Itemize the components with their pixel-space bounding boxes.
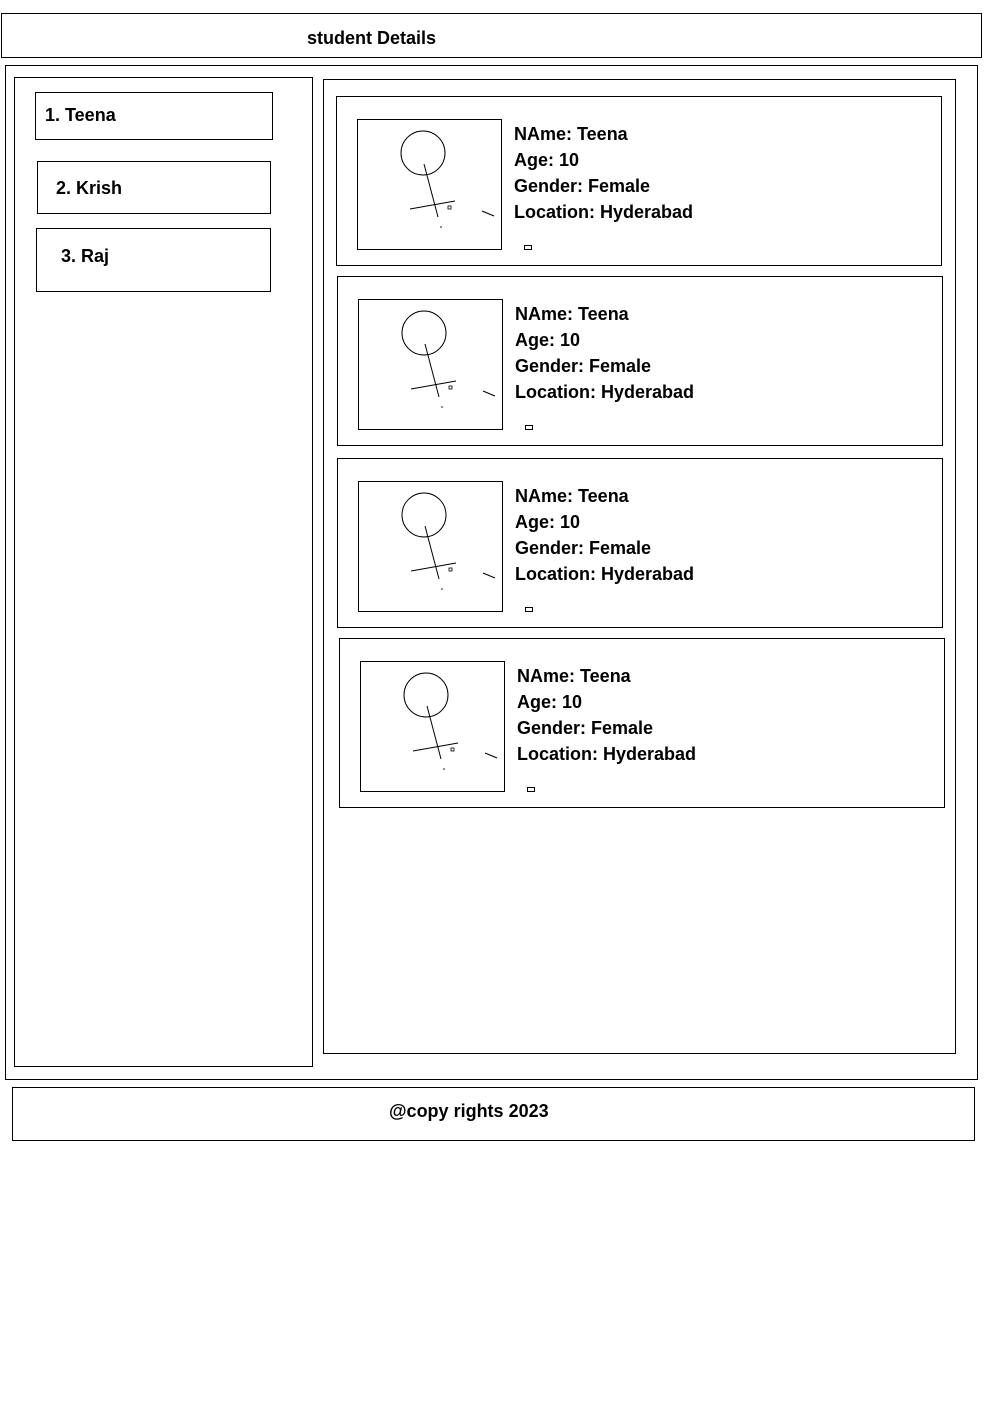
sidebar-item-raj[interactable]: 3. Raj <box>36 228 271 292</box>
student-info: NAme: Teena Age: 10 Gender: Female Locat… <box>517 663 696 767</box>
student-gender: Gender: Female <box>514 176 651 196</box>
student-name: NAme: Teena <box>515 304 629 324</box>
person-sketch-icon <box>400 130 495 228</box>
person-sketch-icon <box>401 310 496 408</box>
student-location: Location: Hyderabad <box>515 564 695 584</box>
student-card: NAme: Teena Age: 10 Gender: Female Locat… <box>339 638 945 808</box>
student-card: NAme: Teena Age: 10 Gender: Female Locat… <box>337 276 943 446</box>
content-panel <box>323 79 956 1054</box>
page-title: student Details <box>307 28 437 48</box>
student-photo <box>360 661 505 792</box>
student-photo <box>358 481 503 612</box>
student-age: Age: 10 <box>517 692 583 712</box>
student-name: NAme: Teena <box>515 486 629 506</box>
student-info: NAme: Teena Age: 10 Gender: Female Locat… <box>515 301 694 405</box>
student-age: Age: 10 <box>514 150 580 170</box>
student-location: Location: Hyderabad <box>514 202 694 222</box>
student-location: Location: Hyderabad <box>515 382 695 402</box>
student-info: NAme: Teena Age: 10 Gender: Female Locat… <box>514 121 693 225</box>
person-sketch-icon <box>403 672 498 770</box>
sidebar-item-label: 1. Teena <box>45 105 116 125</box>
student-gender: Gender: Female <box>515 538 652 558</box>
student-name: NAme: Teena <box>517 666 631 686</box>
student-gender: Gender: Female <box>517 718 654 738</box>
copyright-text: @copy rights 2023 <box>389 1101 549 1121</box>
card-action-button[interactable] <box>525 425 533 430</box>
header-bar <box>1 13 982 58</box>
person-sketch-icon <box>401 492 496 590</box>
student-info: NAme: Teena Age: 10 Gender: Female Locat… <box>515 483 694 587</box>
student-name: NAme: Teena <box>514 124 628 144</box>
student-card: NAme: Teena Age: 10 Gender: Female Locat… <box>336 96 942 266</box>
student-photo <box>358 299 503 430</box>
sidebar-item-krish[interactable]: 2. Krish <box>37 161 271 214</box>
student-location: Location: Hyderabad <box>517 744 697 764</box>
sidebar-item-teena[interactable]: 1. Teena <box>35 92 273 140</box>
student-gender: Gender: Female <box>515 356 652 376</box>
card-action-button[interactable] <box>524 245 532 250</box>
student-card: NAme: Teena Age: 10 Gender: Female Locat… <box>337 458 943 628</box>
student-photo <box>357 119 502 250</box>
sidebar-item-label: 3. Raj <box>61 246 110 266</box>
footer <box>12 1087 975 1141</box>
card-action-button[interactable] <box>527 787 535 792</box>
student-age: Age: 10 <box>515 512 581 532</box>
sidebar <box>14 77 313 1067</box>
student-age: Age: 10 <box>515 330 581 350</box>
sidebar-item-label: 2. Krish <box>56 178 123 198</box>
card-action-button[interactable] <box>525 607 533 612</box>
